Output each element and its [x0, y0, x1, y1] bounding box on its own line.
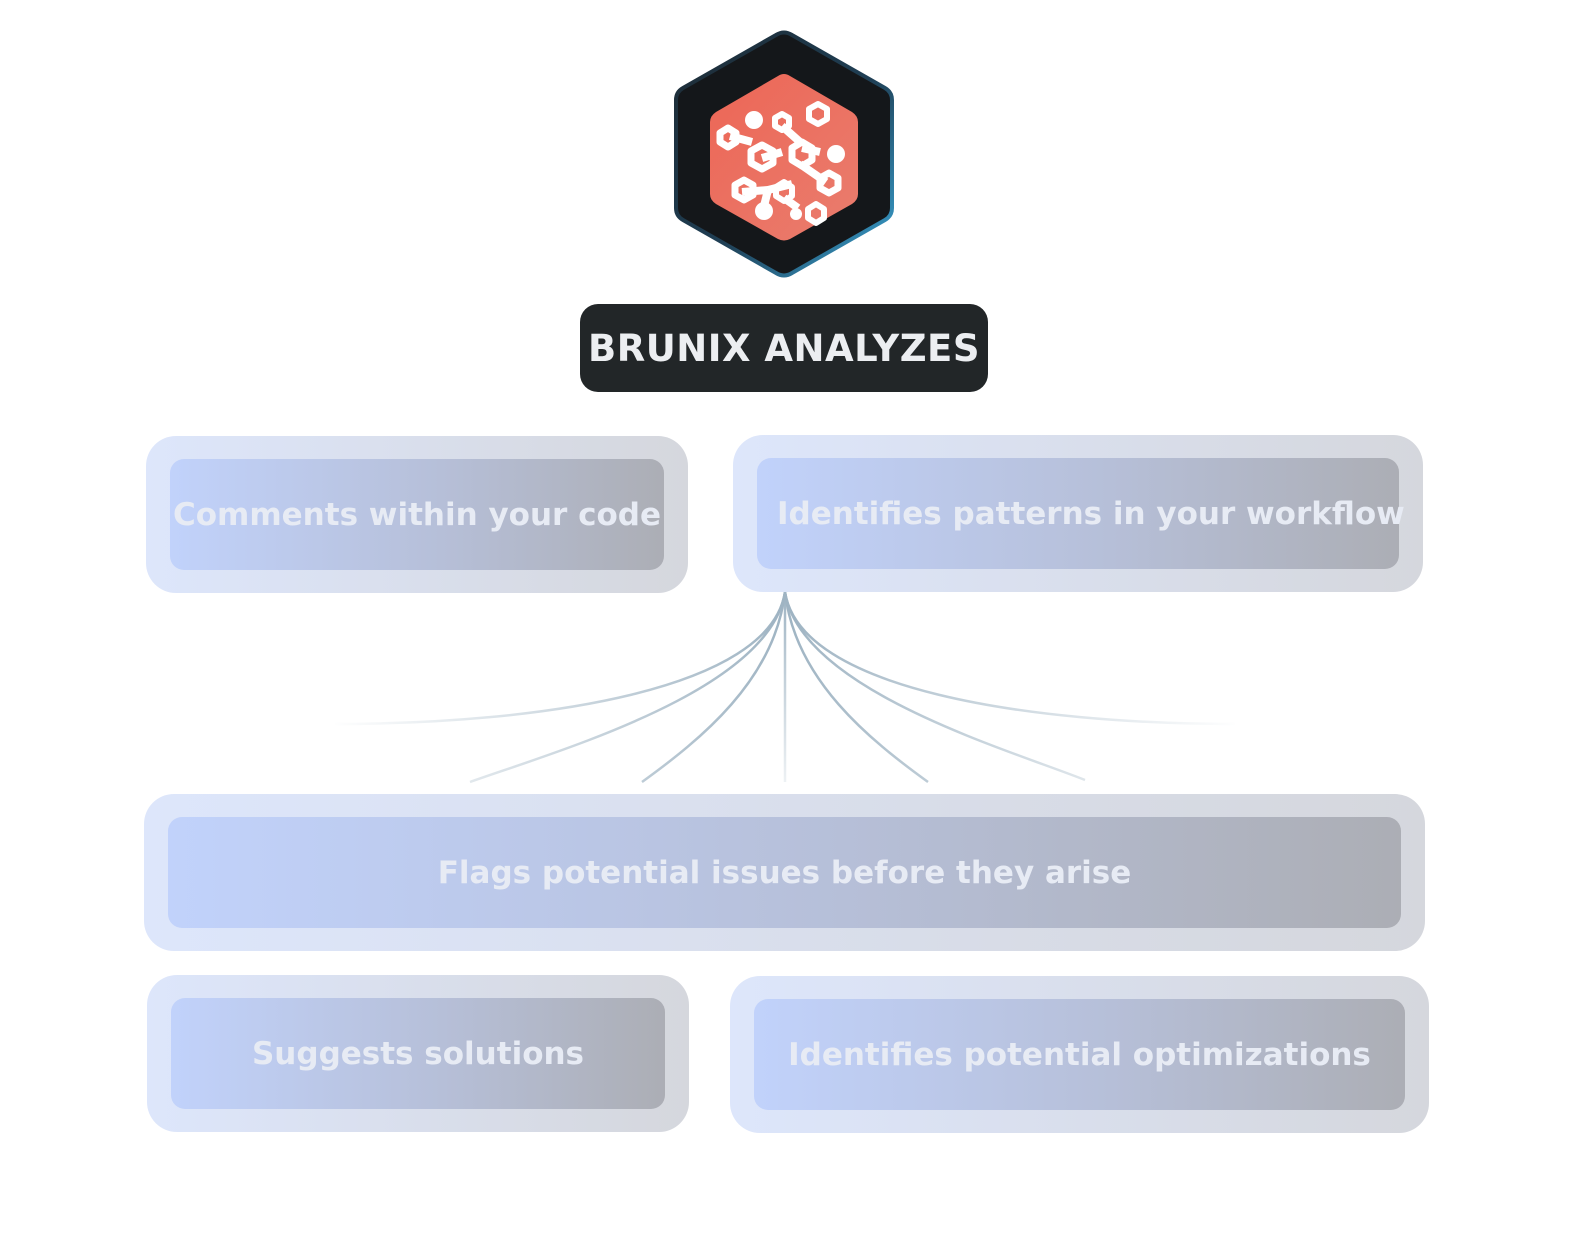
- card-solutions: Suggests solutions: [147, 975, 689, 1132]
- card-label: Comments within your code: [170, 459, 664, 570]
- card-flags: Flags potential issues before they arise: [144, 794, 1425, 951]
- connector-line: [469, 591, 787, 784]
- connector-line: [641, 591, 787, 784]
- card-patterns: Identifies patterns in your workflow: [733, 435, 1423, 592]
- card-label: Identifies potential optimizations: [754, 999, 1405, 1110]
- logo-molecule-pattern: [716, 101, 842, 226]
- card-label: Suggests solutions: [171, 998, 665, 1109]
- connector-line: [783, 591, 1086, 782]
- connector-line: [783, 591, 1236, 726]
- connector-line: [783, 591, 929, 784]
- card-label: Identifies patterns in your workflow: [757, 458, 1405, 569]
- card-label: Flags potential issues before they arise: [168, 817, 1401, 928]
- page-title: BRUNIX ANALYZES: [580, 304, 988, 392]
- connector-line: [334, 591, 787, 726]
- brunix-logo-icon: [674, 30, 894, 278]
- card-comments: Comments within your code: [146, 436, 688, 593]
- logo-molecule-dots: [745, 111, 845, 220]
- card-optimizations: Identifies potential optimizations: [730, 976, 1429, 1133]
